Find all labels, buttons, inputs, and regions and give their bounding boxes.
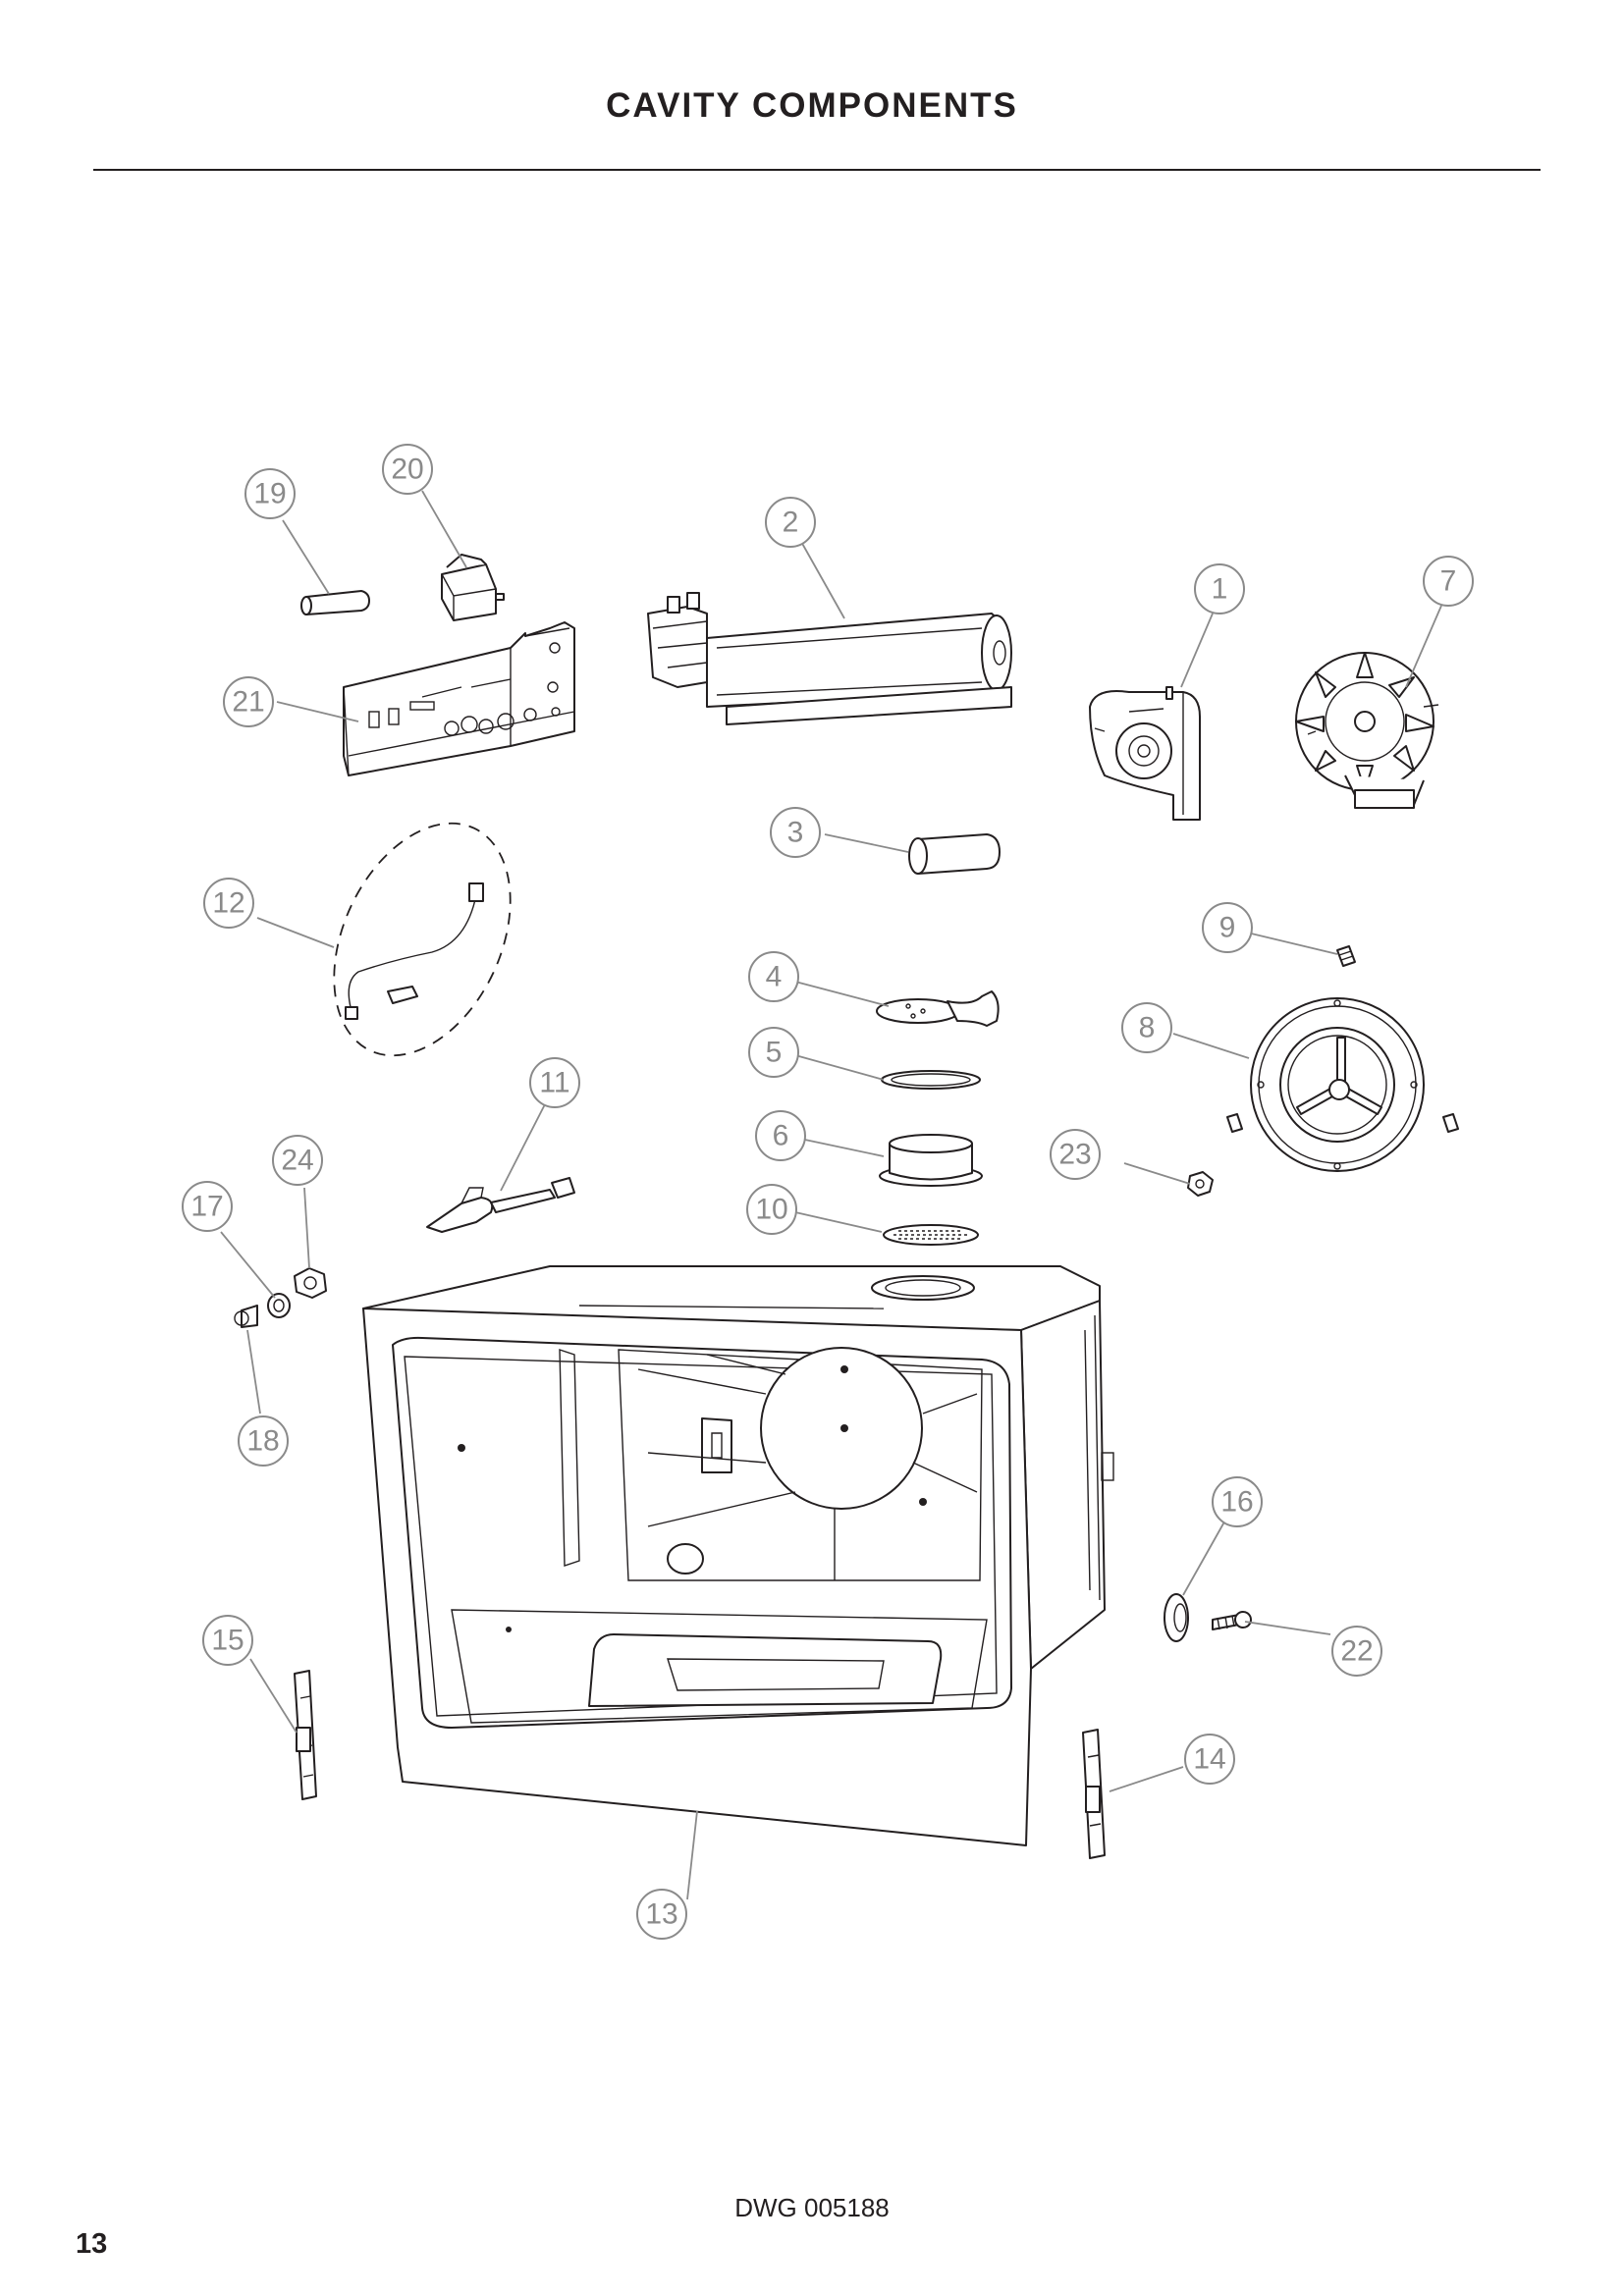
svg-text:11: 11 (539, 1067, 569, 1099)
part-1-blower (1089, 686, 1201, 821)
callout-8: 8 (1121, 1002, 1172, 1053)
callout-1: 1 (1194, 563, 1245, 614)
callout-24: 24 (272, 1135, 323, 1186)
part-4-duct-plate (876, 990, 1000, 1027)
part-13-cavity (362, 1265, 1114, 1846)
svg-text:6: 6 (773, 1120, 789, 1152)
svg-text:8: 8 (1139, 1012, 1156, 1044)
svg-text:10: 10 (755, 1194, 787, 1226)
part-8-fan-cover (1226, 997, 1459, 1172)
leader-lines (220, 490, 1442, 1900)
svg-text:13: 13 (645, 1898, 677, 1931)
svg-text:2: 2 (783, 507, 799, 539)
part-24-hex-nut (294, 1267, 327, 1299)
part-23-nut (1187, 1171, 1214, 1197)
part-21-bracket (343, 621, 575, 776)
svg-text:7: 7 (1440, 565, 1457, 598)
callout-20: 20 (382, 444, 433, 495)
page-number: 13 (76, 2228, 108, 2260)
part-9-screw (1336, 945, 1356, 967)
part-11-probe (426, 1177, 575, 1233)
svg-text:3: 3 (787, 817, 804, 849)
part-7-fan-motor (1295, 652, 1439, 809)
svg-text:1: 1 (1212, 573, 1228, 606)
callout-16: 16 (1212, 1476, 1263, 1527)
callout-21: 21 (223, 676, 274, 727)
svg-text:12: 12 (212, 887, 244, 920)
part-2-tangential-fan (647, 592, 1012, 725)
callout-15: 15 (202, 1615, 253, 1666)
part-10-grill (883, 1224, 979, 1246)
svg-text:20: 20 (391, 454, 423, 486)
svg-text:9: 9 (1219, 912, 1236, 944)
part-12-sensor-wire (333, 822, 512, 1057)
callout-12: 12 (203, 878, 254, 929)
callout-9: 9 (1202, 902, 1253, 953)
callout-3: 3 (770, 807, 821, 858)
part-6-collar (879, 1134, 983, 1187)
part-22-screw (1212, 1611, 1252, 1630)
callout-4: 4 (748, 951, 799, 1002)
callout-5: 5 (748, 1027, 799, 1078)
svg-text:15: 15 (211, 1625, 244, 1657)
callout-17: 17 (182, 1181, 233, 1232)
callout-18: 18 (238, 1415, 289, 1467)
part-16-cap (1164, 1593, 1189, 1642)
part-15-hinge-left (294, 1670, 317, 1800)
part-18-holder (234, 1305, 258, 1328)
callout-14: 14 (1184, 1734, 1235, 1785)
svg-text:24: 24 (281, 1145, 313, 1177)
callout-19: 19 (244, 468, 296, 519)
part-5-gasket (881, 1070, 981, 1090)
svg-text:19: 19 (253, 478, 286, 510)
title-divider (93, 169, 1541, 171)
callout-10: 10 (746, 1184, 797, 1235)
part-19-pin (300, 590, 370, 615)
svg-text:16: 16 (1220, 1486, 1253, 1519)
callout-11: 11 (529, 1057, 580, 1108)
callout-13: 13 (636, 1889, 687, 1940)
svg-text:4: 4 (766, 961, 783, 993)
part-3-tube (908, 833, 1001, 875)
svg-text:22: 22 (1340, 1635, 1373, 1668)
callout-6: 6 (755, 1110, 806, 1161)
callout-22: 22 (1331, 1626, 1382, 1677)
svg-text:23: 23 (1058, 1139, 1091, 1171)
callout-2: 2 (765, 497, 816, 548)
drawing-number: DWG 005188 (734, 2193, 890, 2222)
callout-7: 7 (1423, 556, 1474, 607)
part-20-switch (441, 554, 505, 621)
page-title: CAVITY COMPONENTS (606, 86, 1018, 125)
svg-text:17: 17 (190, 1191, 223, 1223)
svg-text:14: 14 (1193, 1743, 1225, 1776)
part-17-washer (267, 1293, 291, 1318)
svg-text:5: 5 (766, 1037, 783, 1069)
part-14-hinge-right (1082, 1729, 1106, 1859)
callout-23: 23 (1050, 1129, 1101, 1180)
svg-text:21: 21 (232, 686, 264, 719)
svg-text:18: 18 (246, 1425, 279, 1458)
